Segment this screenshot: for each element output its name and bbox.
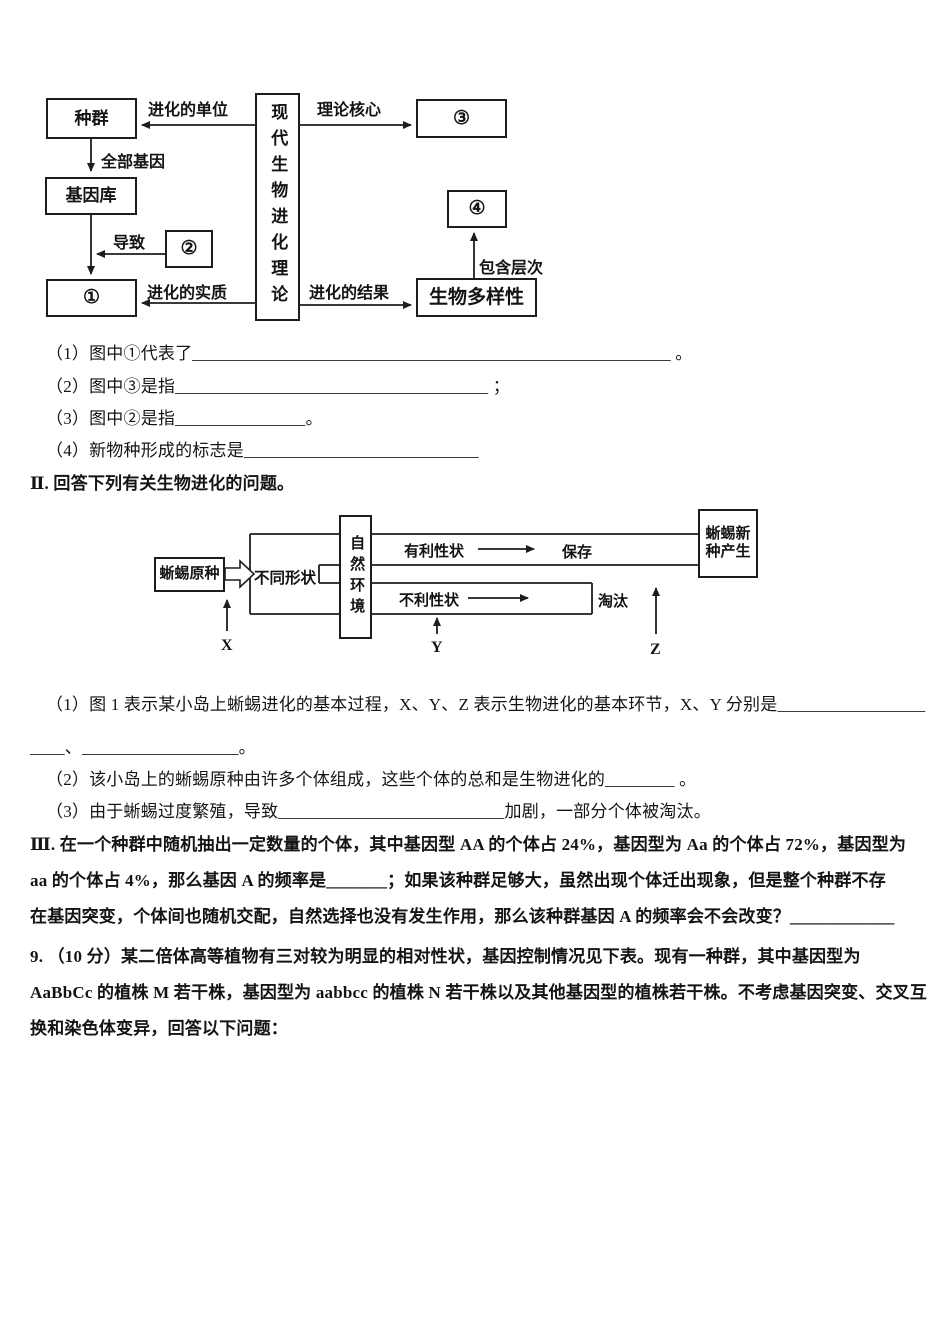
- label-keep: 保存: [562, 545, 593, 561]
- question-I-2: （2）图中③是指________________________________…: [46, 377, 510, 396]
- box-circle1: ①: [46, 279, 137, 317]
- box-lizard-origin-label: 蜥蜴原种: [159, 565, 220, 582]
- section-III-line3: 在基因突变，个体间也随机交配，自然选择也没有发生作用，那么该种群基因 A 的频率…: [30, 907, 895, 926]
- label-different-shapes: 不同形状: [254, 570, 317, 587]
- box-lizard-origin: 蜥蜴原种: [154, 557, 225, 592]
- hollow-arrow-origin-to-shapes: [224, 559, 256, 589]
- label-evolution-result: 进化的结果: [309, 285, 390, 302]
- label-y: Y: [431, 639, 443, 656]
- box-circle3-label: ③: [452, 107, 471, 129]
- section-II-heading: Ⅱ. 回答下列有关生物进化的问题。: [30, 474, 295, 493]
- section-III-line1: Ⅲ. 在一个种群中随机抽出一定数量的个体，其中基因型 AA 的个体占 24%，基…: [30, 835, 907, 854]
- box-biodiversity-label: 生物多样性: [428, 286, 524, 308]
- box-natural-environment: 自然环境: [339, 515, 372, 639]
- box-circle2: ②: [165, 230, 213, 268]
- label-cause: 导致: [113, 235, 146, 252]
- box-circle3: ③: [416, 99, 507, 138]
- question-II-3: （3）由于蜥蜴过度繁殖，导致__________________________…: [46, 802, 711, 821]
- question-9-line1: 9. （10 分）某二倍体高等植物有三对较为明显的相对性状，基因控制情况见下表。…: [30, 947, 861, 966]
- question-I-1: （1）图中①代表了_______________________________…: [46, 344, 693, 363]
- box-new-lizard-species-line1: 蜥蜴新: [705, 526, 751, 543]
- box-gene-pool: 基因库: [45, 177, 137, 215]
- question-I-4: （4）新物种形成的标志是___________________________: [46, 441, 479, 460]
- box-circle4-label: ④: [468, 198, 486, 220]
- box-natural-environment-label: 自然环境: [348, 535, 365, 619]
- label-eliminate: 淘汰: [598, 594, 629, 610]
- box-modern-evolution-theory: 现代生物进化理论: [255, 93, 300, 321]
- section-III-line2: aa 的个体占 4%，那么基因 A 的频率是_______；如果该种群足够大，虽…: [30, 871, 886, 890]
- box-modern-evolution-theory-label: 现代生物进化理论: [268, 103, 288, 311]
- box-circle2-label: ②: [180, 238, 198, 260]
- label-favorable-traits: 有利性状: [404, 544, 465, 560]
- box-circle1-label: ①: [82, 287, 101, 309]
- question-9-line3: 换和染色体变异，回答以下问题：: [30, 1019, 288, 1038]
- label-contain-levels: 包含层次: [479, 260, 544, 277]
- label-x: X: [221, 637, 233, 654]
- evolution-theory-arrows: [87, 121, 478, 309]
- lizard-diagram-frame: [249, 533, 700, 615]
- box-population-label: 种群: [74, 108, 109, 128]
- box-new-lizard-species-line2: 种产生: [705, 543, 751, 560]
- label-evolution-unit: 进化的单位: [148, 102, 229, 119]
- box-new-lizard-species: 蜥蜴新 种产生: [698, 509, 758, 578]
- box-population: 种群: [46, 98, 137, 139]
- question-9-line2: AaBbCc 的植株 M 若干株，基因型为 aabbcc 的植株 N 若干株以及…: [30, 983, 928, 1002]
- question-I-3: （3）图中②是指_______________。: [46, 409, 323, 428]
- question-II-1-line2: ____、__________________。: [30, 738, 256, 757]
- question-II-1-line1: （1）图 1 表示某小岛上蜥蜴进化的基本过程，X、Y、Z 表示生物进化的基本环节…: [46, 695, 926, 714]
- question-II-2: （2）该小岛上的蜥蜴原种由许多个体组成，这些个体的总和是生物进化的_______…: [46, 770, 697, 789]
- label-all-genes: 全部基因: [101, 154, 166, 171]
- lizard-diagram-arrows: [223, 545, 660, 634]
- box-circle4: ④: [447, 190, 507, 228]
- label-theory-core: 理论核心: [317, 102, 382, 119]
- label-unfavorable-traits: 不利性状: [399, 593, 460, 609]
- label-z: Z: [650, 641, 661, 658]
- label-evolution-essence: 进化的实质: [147, 285, 228, 302]
- box-biodiversity: 生物多样性: [416, 278, 537, 317]
- box-gene-pool-label: 基因库: [65, 186, 117, 206]
